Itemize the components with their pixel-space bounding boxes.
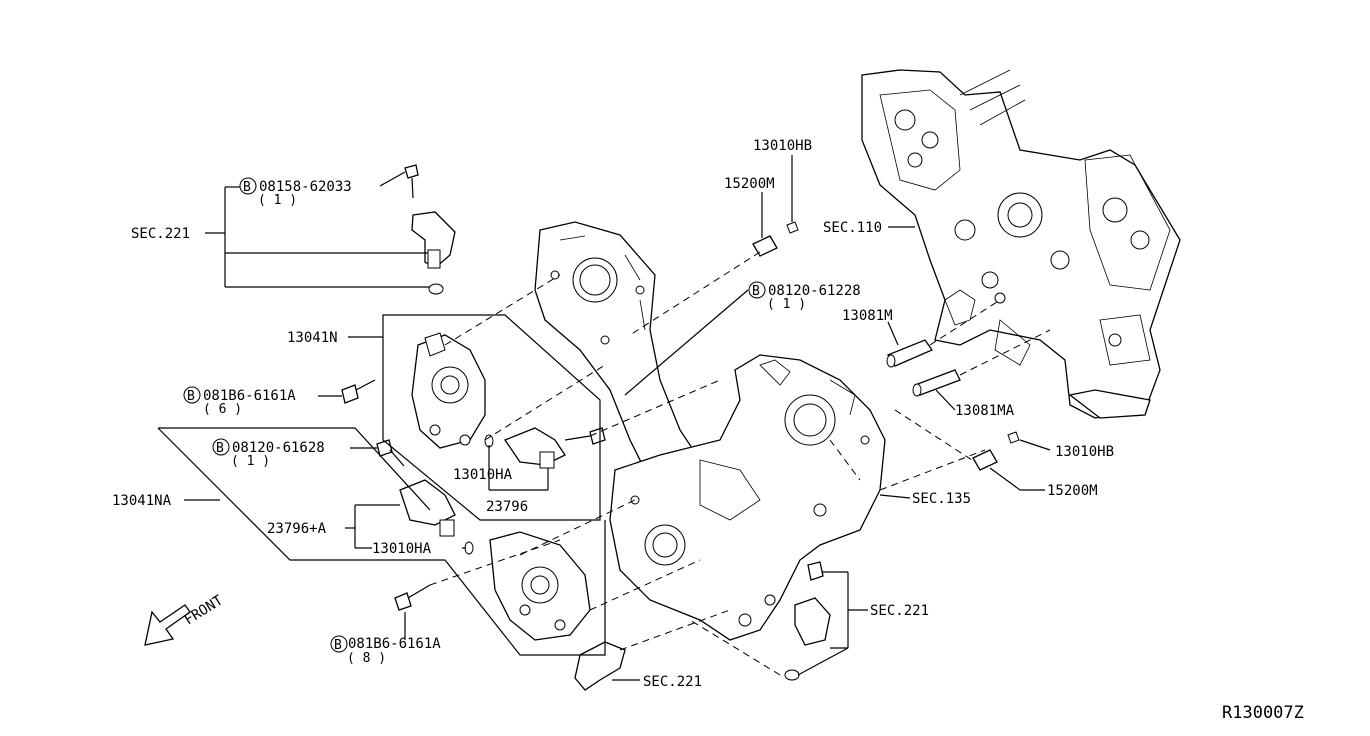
label-bolt-61228: 08120-61228 bbox=[768, 283, 861, 299]
bolt-symbol-letter: B bbox=[187, 389, 195, 404]
vtc-cover-lower bbox=[489, 531, 591, 641]
bolt-symbol-letter: B bbox=[243, 180, 251, 195]
washer-13010ha-lower bbox=[464, 541, 474, 555]
label-13041n: 13041N bbox=[287, 330, 338, 346]
label-bolt-61628-qty: ( 1 ) bbox=[231, 454, 270, 469]
leader-lines bbox=[157, 155, 1051, 681]
label-13010ha-lower: 13010HA bbox=[372, 541, 432, 557]
plug-15200m-top bbox=[752, 235, 778, 257]
label-bolt-6161a-bot-qty: ( 8 ) bbox=[347, 651, 386, 666]
solenoid-23796 bbox=[504, 427, 591, 469]
label-23796a: 23796+A bbox=[267, 521, 327, 537]
washer-13010hb-top bbox=[786, 221, 799, 234]
crank-sensor-bottom bbox=[574, 641, 626, 691]
label-sec110: SEC.110 bbox=[823, 220, 882, 236]
bolt-symbol-icon bbox=[330, 635, 348, 653]
front-cover-lower bbox=[609, 354, 886, 641]
bolt-symbol-icon bbox=[748, 281, 766, 299]
label-bolt-6161a-top-qty: ( 6 ) bbox=[203, 402, 242, 417]
label-13010hb-top: 13010HB bbox=[753, 138, 812, 154]
front-arrow-icon bbox=[144, 604, 191, 646]
label-13010ha-upper: 13010HA bbox=[453, 467, 513, 483]
plug-15200m-right bbox=[972, 449, 998, 471]
label-sec221-right: SEC.221 bbox=[870, 603, 929, 619]
label-bolt-6161a-top: 081B6-6161A bbox=[203, 388, 296, 404]
bolt-61228 bbox=[589, 427, 606, 445]
bolt-symbols: B B B B B bbox=[183, 177, 766, 653]
label-bolt-top: 08158-62033 bbox=[259, 179, 352, 195]
label-13081ma: 13081MA bbox=[955, 403, 1015, 419]
label-bolt-61228-qty: ( 1 ) bbox=[767, 297, 806, 312]
dowel-13081m bbox=[886, 339, 933, 368]
label-15200m-right: 15200M bbox=[1047, 483, 1098, 499]
label-13010hb-right: 13010HB bbox=[1055, 444, 1114, 460]
dashed-guides bbox=[429, 251, 1051, 676]
bolt-symbol-letter: B bbox=[334, 638, 342, 653]
washer-13010hb-right bbox=[1007, 431, 1020, 444]
label-13081m: 13081M bbox=[842, 308, 893, 324]
label-13041na: 13041NA bbox=[112, 493, 172, 509]
bolt-61628 bbox=[376, 439, 405, 467]
bolt-6161a-top bbox=[341, 379, 376, 404]
bolt-symbol-icon bbox=[212, 438, 230, 456]
label-sec135: SEC.135 bbox=[912, 491, 971, 507]
label-23796: 23796 bbox=[486, 499, 528, 515]
o-ring-top bbox=[428, 283, 444, 295]
label-bolt-6161a-bot: 081B6-6161A bbox=[348, 636, 441, 652]
vtc-cover-upper bbox=[411, 332, 486, 449]
bolt-6161a-bot bbox=[394, 584, 431, 611]
cam-sensor-right bbox=[784, 561, 831, 681]
bolt-symbol-icon bbox=[239, 177, 257, 195]
callout-labels: 08158-62033 ( 1 ) SEC.221 13041N 081B6-6… bbox=[112, 138, 1304, 723]
label-sec221-bottom: SEC.221 bbox=[643, 674, 702, 690]
label-15200m-top: 15200M bbox=[724, 176, 775, 192]
dowel-13081ma bbox=[912, 369, 961, 397]
label-bolt-61628: 08120-61628 bbox=[232, 440, 325, 456]
label-sec221-left: SEC.221 bbox=[131, 226, 190, 242]
cam-sensor-top bbox=[411, 211, 456, 269]
solenoid-23796a bbox=[399, 479, 456, 537]
bolt-symbol-letter: B bbox=[752, 284, 760, 299]
bolt-symbol-letter: B bbox=[216, 441, 224, 456]
engine-block bbox=[861, 69, 1181, 419]
bolt-top bbox=[404, 164, 419, 199]
reference-code: R130007Z bbox=[1222, 703, 1304, 723]
label-front: FRONT bbox=[182, 592, 227, 628]
bolt-symbol-icon bbox=[183, 386, 201, 404]
label-bolt-top-qty: ( 1 ) bbox=[258, 193, 297, 208]
